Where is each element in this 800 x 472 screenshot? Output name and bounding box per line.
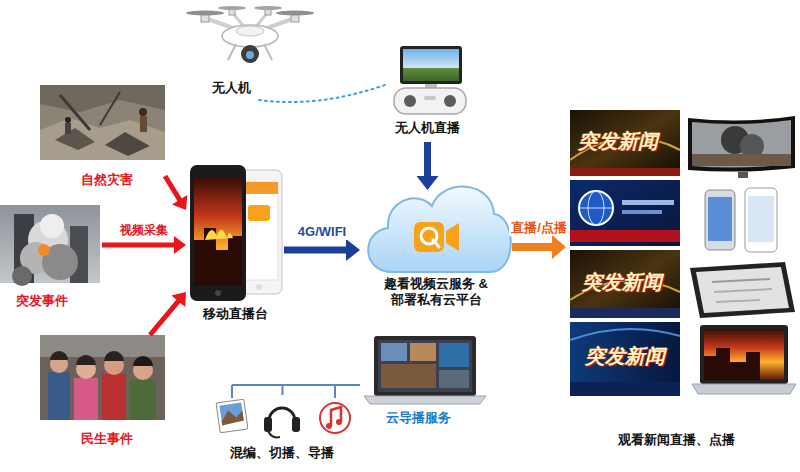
connector — [150, 292, 186, 335]
node-label: 混编、切播、导播 — [230, 445, 334, 461]
music-icon — [320, 403, 350, 433]
connector — [417, 142, 439, 190]
cloud-node: 趣看视频云服务 &部署私有云平台 — [360, 190, 512, 312]
connector — [259, 85, 385, 102]
connector-line — [102, 243, 176, 248]
connector — [512, 235, 566, 259]
node-label: 移动直播台 — [203, 306, 268, 322]
livelihood-node: 民生事件 — [40, 335, 165, 450]
emergency-photo — [0, 205, 100, 286]
node-label: 民生事件 — [81, 431, 133, 447]
connector-line — [512, 243, 555, 251]
arrow-head — [171, 292, 186, 307]
laptop-figure — [364, 336, 486, 404]
arrow-head — [552, 235, 566, 259]
connector-line — [259, 85, 385, 102]
connector — [284, 239, 360, 261]
edge-label: 4G/WIFI — [296, 224, 348, 240]
connector-line — [283, 385, 361, 395]
emergency-node: 突发事件 — [0, 205, 102, 312]
headphone-icon — [264, 408, 300, 437]
photo-icon — [216, 399, 248, 433]
connector — [165, 176, 187, 210]
arrow-head — [346, 239, 360, 261]
connector-line — [165, 176, 181, 202]
tools-node: 混编、切播、导播 — [210, 395, 355, 467]
controller-node: 无人机直播 — [385, 40, 470, 142]
node-label: 自然灾害 — [81, 172, 133, 188]
arrow-head — [174, 236, 186, 254]
node-label: 突发事件 — [16, 293, 68, 309]
connector — [102, 236, 186, 254]
mobile-station-node: 移动直播台 — [186, 160, 284, 328]
edge-label: 直播/点播 — [509, 220, 569, 236]
disaster-node: 自然灾害 — [40, 85, 165, 192]
cloud-director-node: 云导播服务 — [360, 330, 492, 432]
connector-line — [150, 299, 180, 335]
node-label: 观看新闻直播、点播 — [618, 432, 735, 448]
devices — [688, 116, 796, 394]
drone-figure — [186, 6, 314, 63]
node-label: 趣看视频云服务 &部署私有云平台 — [380, 276, 492, 309]
news-title: 突发新闻 — [578, 129, 658, 153]
edge-label: 视频采集 — [118, 223, 170, 237]
connector-line — [424, 142, 431, 179]
connector-line — [284, 247, 349, 254]
news-title: 突发新闻 — [585, 344, 665, 368]
node-label: 无人机直播 — [395, 120, 460, 136]
controller-figure — [394, 46, 466, 114]
cloud-figure — [368, 187, 511, 272]
drone-node: 无人机 — [185, 5, 320, 100]
news-thumbnails — [570, 110, 680, 396]
node-label: 无人机 — [212, 80, 251, 96]
arrow-head — [172, 195, 187, 210]
phone-figure — [190, 165, 282, 301]
disaster-photo — [40, 85, 165, 160]
connector — [283, 385, 361, 395]
node-label: 云导播服务 — [386, 410, 451, 426]
news-title: 突发新闻 — [582, 270, 662, 294]
arrow-head — [417, 176, 439, 190]
crowd-photo — [40, 335, 165, 420]
